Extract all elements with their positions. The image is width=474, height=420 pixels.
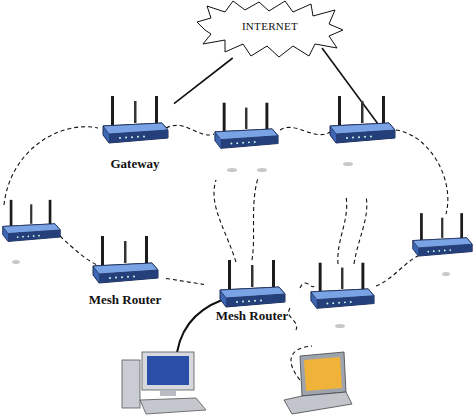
wireless-links: [4, 125, 448, 380]
router-label: Mesh Router: [84, 292, 166, 308]
internet-link: [322, 48, 378, 124]
internet-link: [174, 58, 233, 104]
desktop-computer: [122, 352, 206, 414]
laptop-computer: [284, 352, 352, 414]
router-node: Gateway: [96, 96, 174, 172]
router-icon: [413, 213, 472, 256]
router-node: Mesh Router: [204, 260, 300, 324]
router-icon: [217, 260, 287, 310]
router-shadows: [12, 162, 450, 328]
router-icon: [90, 236, 160, 286]
router-node: Mesh Router: [84, 236, 166, 308]
router-icon: [100, 96, 170, 146]
router-icon: [330, 96, 395, 143]
router-icon: [3, 200, 61, 242]
router-label: Gateway: [96, 156, 174, 172]
router-label: Mesh Router: [204, 308, 300, 324]
router-icon: [215, 103, 278, 149]
cloud-label: INTERNET: [195, 20, 345, 32]
wireless-link: [166, 278, 204, 284]
internet-cloud: INTERNET: [195, 0, 345, 58]
router-icon: [311, 263, 374, 309]
